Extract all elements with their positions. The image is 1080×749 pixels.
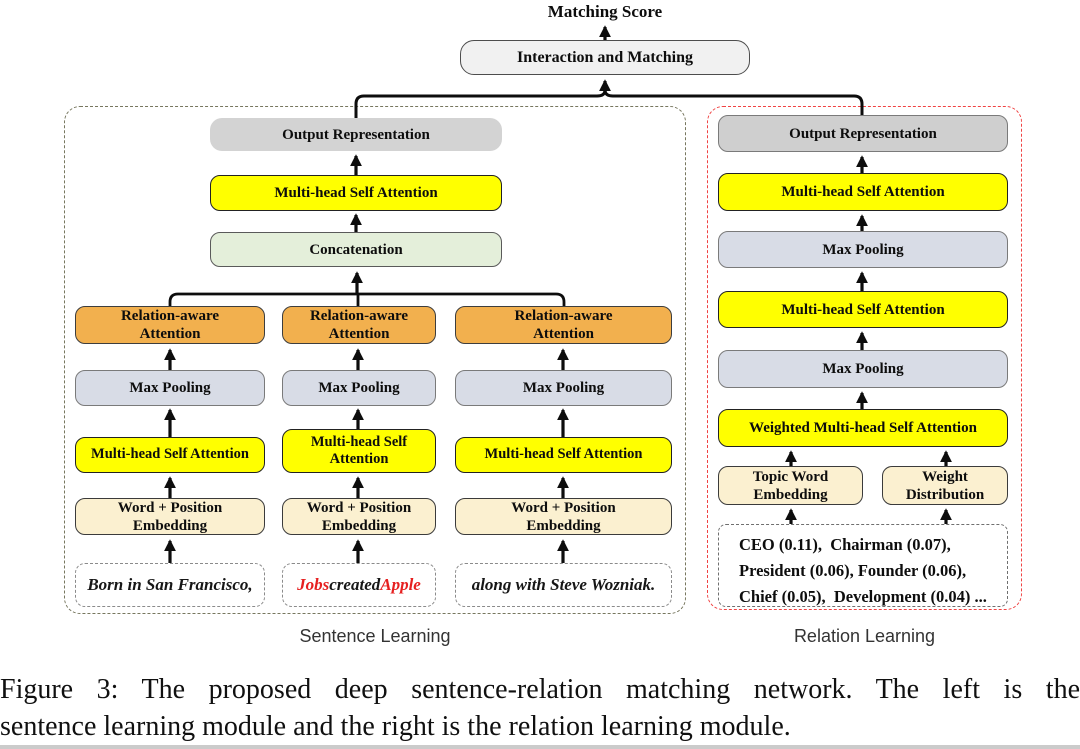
col3-max-pooling-box: Max Pooling [455, 370, 672, 406]
rl-multi-head-self-attention-2-box: Multi-head Self Attention [718, 291, 1008, 328]
rl-max-pooling-2-box: Max Pooling [718, 350, 1008, 388]
topic-words-line-3: Chief (0.05), Development (0.04) ... [739, 587, 987, 606]
rl-topic-word-embedding-box: Topic Word Embedding [718, 466, 863, 505]
col3-multi-head-self-attention-box: Multi-head Self Attention [455, 437, 672, 473]
rl-weighted-multi-head-self-attention-box: Weighted Multi-head Self Attention [718, 409, 1008, 447]
rl-weight-distribution-box: Weight Distribution [882, 466, 1008, 505]
rl-multi-head-self-attention-1-box: Multi-head Self Attention [718, 173, 1008, 211]
sentence-word-apple: Apple [380, 575, 421, 594]
sentence-learning-label: Sentence Learning [299, 626, 451, 646]
rl-max-pooling-1-box: Max Pooling [718, 231, 1008, 268]
col2-sentence-box: Jobs created Apple [282, 563, 436, 607]
relation-learning-container [707, 106, 1022, 610]
caption-line-2: sentence learning module and the right i… [0, 711, 791, 742]
col1-word-position-embedding-box: Word + Position Embedding [75, 498, 265, 535]
sentence-word-created: created [329, 575, 381, 594]
col1-max-pooling-box: Max Pooling [75, 370, 265, 406]
col1-multi-head-self-attention-box: Multi-head Self Attention [75, 437, 265, 473]
col2-multi-head-self-attention-box: Multi-head Self Attention [282, 429, 436, 473]
figure-caption: Figure 3: The proposed deep sentence-rel… [0, 671, 1080, 745]
col3-sentence-box: along with Steve Wozniak. [455, 563, 672, 607]
col3-relation-aware-attention-box: Relation-aware Attention [455, 306, 672, 344]
interaction-and-matching-box: Interaction and Matching [460, 40, 750, 75]
sl-multi-head-self-attention-box: Multi-head Self Attention [210, 175, 502, 211]
topic-words-line-1: CEO (0.11), Chairman (0.07), [739, 535, 951, 554]
topic-words-line-2: President (0.06), Founder (0.06), [739, 561, 967, 580]
bottom-edge-strip [0, 745, 1080, 749]
col2-relation-aware-attention-box: Relation-aware Attention [282, 306, 436, 344]
rl-topic-words-box: CEO (0.11), Chairman (0.07), President (… [718, 524, 1008, 607]
col2-word-position-embedding-box: Word + Position Embedding [282, 498, 436, 535]
sl-concatenation-box: Concatenation [210, 232, 502, 267]
sl-output-representation-box: Output Representation [210, 118, 502, 151]
caption-line-1: Figure 3: The proposed deep sentence-rel… [0, 674, 1080, 705]
col1-relation-aware-attention-box: Relation-aware Attention [75, 306, 265, 344]
relation-learning-label: Relation Learning [793, 626, 936, 646]
col1-sentence-box: Born in San Francisco, [75, 563, 265, 607]
rl-output-representation-box: Output Representation [718, 115, 1008, 152]
sentence-word-jobs: Jobs [297, 575, 330, 594]
col3-word-position-embedding-box: Word + Position Embedding [455, 498, 672, 535]
matching-score-label: Matching Score [547, 2, 663, 21]
col2-max-pooling-box: Max Pooling [282, 370, 436, 406]
